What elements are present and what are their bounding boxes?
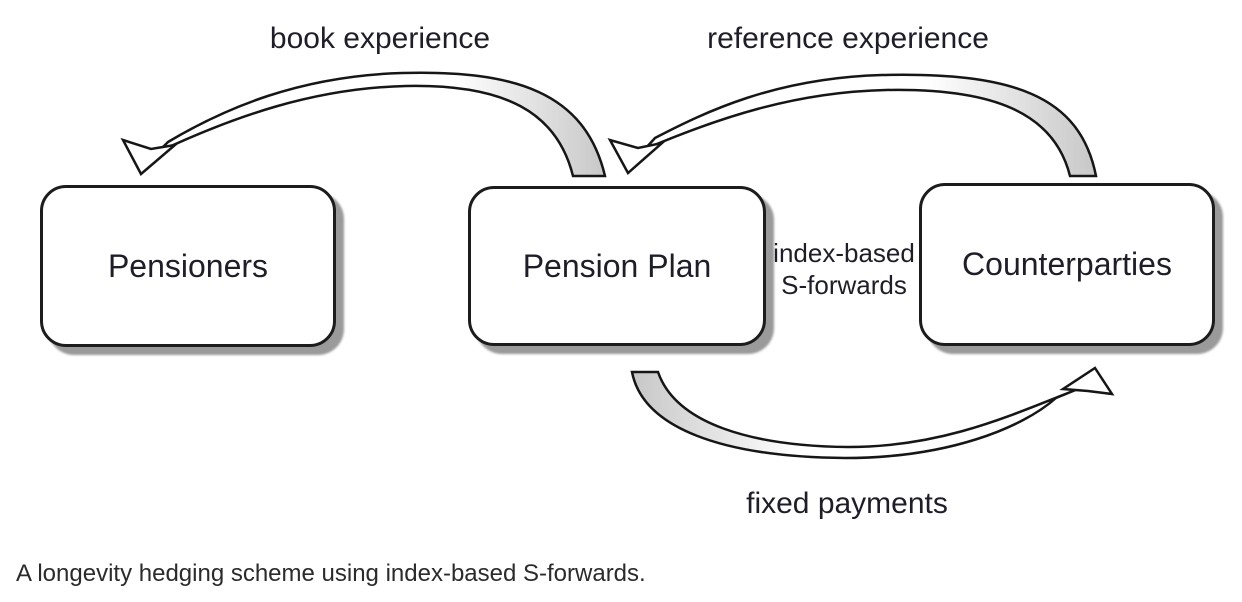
node-pensioners: Pensioners bbox=[40, 185, 336, 347]
edge-label-fixed-payments: fixed payments bbox=[746, 487, 948, 520]
link-label-line2: S-forwards bbox=[781, 270, 907, 300]
node-counterparties-label: Counterparties bbox=[962, 246, 1172, 282]
node-counterparties: Counterparties bbox=[919, 183, 1215, 346]
reference-experience-arrow bbox=[607, 73, 1098, 178]
link-label-index-based-s-forwards: index-based S-forwards bbox=[773, 237, 915, 301]
node-pension-plan-label: Pension Plan bbox=[522, 247, 712, 284]
edge-label-book-experience: book experience bbox=[269, 22, 491, 55]
edge-label-reference-experience: reference experience bbox=[707, 22, 989, 55]
figure-caption: A longevity hedging scheme using index-b… bbox=[16, 560, 646, 587]
fixed-payments-arrowhead bbox=[1059, 366, 1115, 396]
node-pension-plan: Pension Plan bbox=[468, 186, 766, 346]
book-experience-arrow bbox=[120, 71, 607, 178]
link-label-line1: index-based bbox=[773, 238, 915, 268]
node-pensioners-label: Pensioners bbox=[107, 247, 269, 284]
reference-experience-arrowhead bbox=[607, 137, 667, 175]
fixed-payments-arrow bbox=[630, 366, 1115, 460]
book-experience-arrowhead bbox=[120, 137, 180, 176]
